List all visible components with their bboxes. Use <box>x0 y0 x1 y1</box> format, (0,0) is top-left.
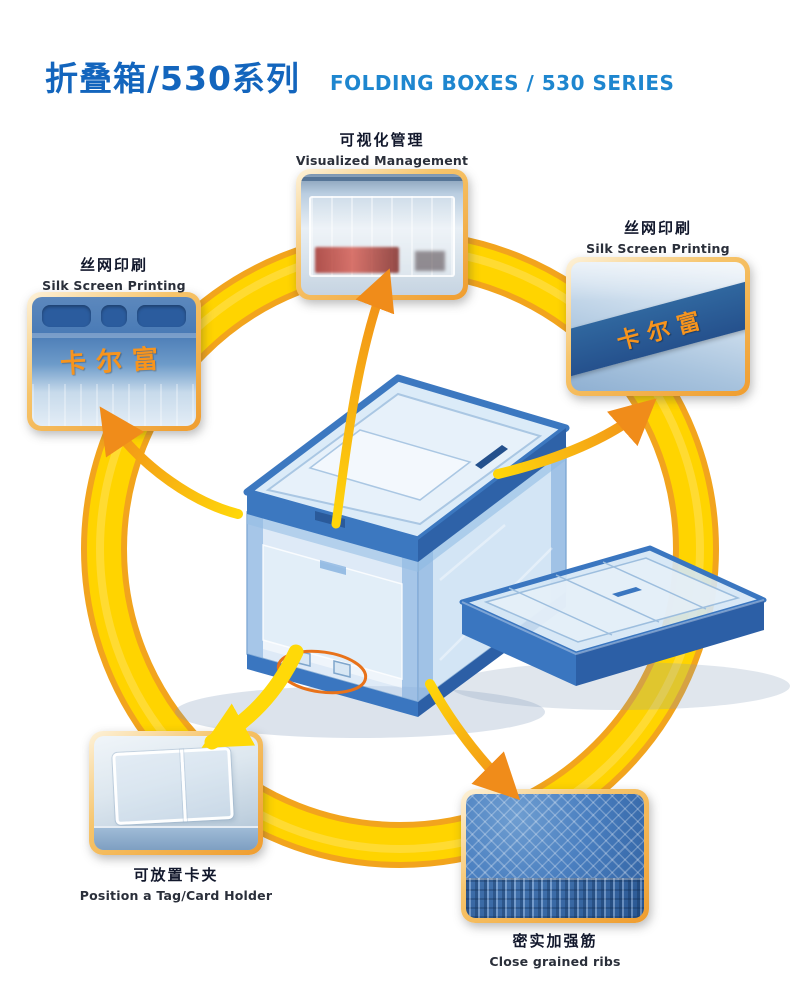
card-holder-frame-graphic <box>112 746 234 826</box>
silk-right-label-zh: 丝网印刷 <box>623 219 692 237</box>
rim-ridge-graphic <box>32 333 196 338</box>
rim-slot-graphic <box>137 305 186 327</box>
assembled-box-graphic <box>243 374 570 717</box>
wall-ribs-graphic <box>32 384 196 426</box>
silk-left-label-zh: 丝网印刷 <box>79 256 148 274</box>
silk-screen-left-label: 丝网印刷 Silk Screen Printing <box>14 254 214 293</box>
tag-holder-label-en: Position a Tag/Card Holder <box>79 888 273 903</box>
callout-ribs <box>461 789 649 923</box>
callout-silk-screen-left: 卡尔富 <box>27 292 201 431</box>
silk-screen-left-thumbnail: 卡尔富 <box>32 297 196 426</box>
callout-tag-holder <box>89 731 263 855</box>
rim-slots-graphic <box>42 305 186 327</box>
box-contents-graphic <box>315 247 399 273</box>
callout-silk-screen-right: 卡尔富 <box>566 257 750 396</box>
silk-screen-right-label: 丝网印刷 Silk Screen Printing <box>558 217 758 256</box>
silk-right-label-en: Silk Screen Printing <box>586 241 730 256</box>
ribs-label: 密实加强筋 Close grained ribs <box>432 930 678 969</box>
visualized-management-thumbnail <box>301 174 463 295</box>
page-title-zh: 折叠箱/530系列 <box>45 59 300 98</box>
card-holder-divider-graphic <box>180 749 187 822</box>
brand-print-text: 卡尔富 <box>614 306 711 356</box>
page-title-en: FOLDING BOXES / 530 SERIES <box>329 71 675 95</box>
ribs-label-zh: 密实加强筋 <box>512 932 598 950</box>
visualized-management-label: 可视化管理 Visualized Management <box>282 129 482 168</box>
tag-holder-label-zh: 可放置卡夹 <box>133 866 219 884</box>
rib-grid-graphic <box>466 794 644 880</box>
rib-rows-graphic <box>466 878 644 918</box>
silk-screen-right-thumbnail: 卡尔富 <box>571 262 745 391</box>
ribs-label-en: Close grained ribs <box>489 954 621 969</box>
ribs-thumbnail <box>466 794 644 918</box>
box-edge-graphic <box>94 826 258 850</box>
rim-slot-graphic <box>42 305 91 327</box>
callout-visualized-management <box>296 169 468 300</box>
box-rim-graphic <box>301 177 463 181</box>
box-contents-shadow-graphic <box>415 251 445 271</box>
visualized-label-zh: 可视化管理 <box>339 131 425 149</box>
tag-holder-label: 可放置卡夹 Position a Tag/Card Holder <box>58 864 294 903</box>
rim-slot-graphic <box>100 305 128 327</box>
brand-print-text: 卡尔富 <box>59 344 169 380</box>
tag-holder-thumbnail <box>94 736 258 850</box>
folded-box-graphic <box>459 545 767 686</box>
silk-left-label-en: Silk Screen Printing <box>42 278 186 293</box>
page-header: 折叠箱/530系列 FOLDING BOXES / 530 SERIES <box>45 52 674 100</box>
visualized-label-en: Visualized Management <box>295 153 469 168</box>
